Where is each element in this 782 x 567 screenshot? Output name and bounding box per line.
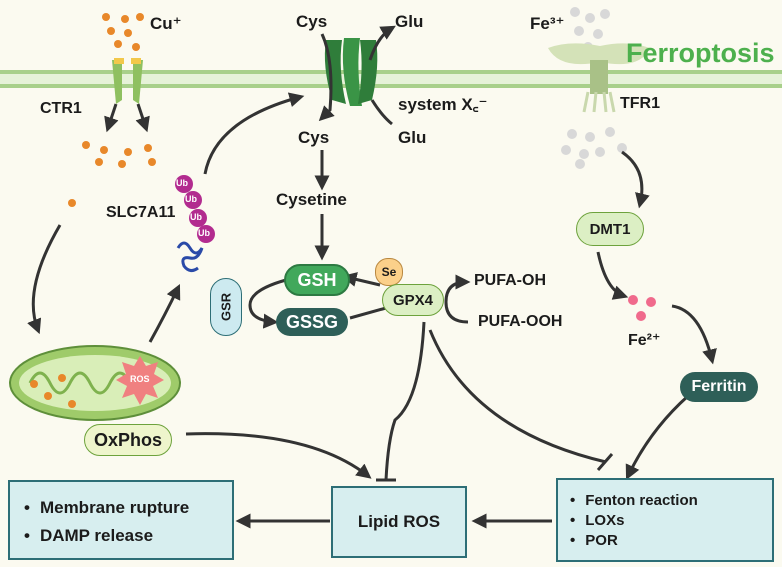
fenton-item: Fenton reaction (570, 492, 772, 509)
outcome-box: Membrane rupture DAMP release (8, 480, 234, 560)
lipid-ros-box: Lipid ROS (331, 486, 467, 558)
arrow-tfr1-to-dmt1 (621, 150, 650, 209)
se-node: Se (375, 258, 403, 286)
arrow-glu-out (368, 25, 396, 61)
arrow-mito-to-slc7a11 (148, 283, 181, 343)
gssg-node: GSSG (276, 308, 348, 336)
arrow-gsr-cycle (248, 278, 287, 329)
arrow-oxphos-to-lipid-ros (185, 432, 372, 479)
lipid-ros-label: Lipid ROS (357, 512, 441, 531)
system-xc-transporter (324, 38, 378, 106)
ctr1-channel (112, 58, 143, 104)
arrow-cys-in (318, 33, 335, 122)
outcome-item: Membrane rupture (24, 498, 232, 518)
copper-ions-inside (68, 141, 156, 207)
fenton-item: POR (570, 532, 772, 549)
cu-plus-label: Cu⁺ (150, 14, 182, 33)
inhibit-gpx4-lipid-ros (384, 321, 426, 481)
ub-label-4: Ub (198, 228, 210, 238)
cysetine-label: Cysetine (276, 190, 347, 209)
arrow-glu-in (370, 99, 393, 126)
ferritin-node: Ferritin (680, 372, 758, 402)
system-xc-label: system X꜀⁻ (398, 95, 488, 114)
ubiquitin-chain (175, 175, 215, 243)
outcome-item: DAMP release (24, 526, 232, 546)
inhibit-bar-fenton (596, 453, 614, 471)
tfr1-label: TFR1 (620, 95, 660, 112)
arrow-slc7a11-to-cys (203, 92, 305, 175)
ros-burst-icon (116, 356, 164, 405)
gsh-node: GSH (284, 264, 350, 296)
iron-ions-inside (561, 127, 627, 169)
gsr-node: GSR (210, 278, 242, 336)
glu-out-label: Glu (395, 12, 424, 31)
mitochondrion (9, 345, 181, 421)
arrow-cu-in-right (135, 103, 150, 133)
ctr1-label: CTR1 (40, 100, 82, 117)
arrow-gssg-from-gpx4 (349, 306, 387, 320)
arrow-cu-to-mito (27, 224, 62, 335)
ub-label-3: Ub (190, 212, 202, 222)
arrow-fe2-to-ferritin (671, 304, 717, 365)
copper-ions-outside (102, 13, 144, 51)
gpx4-node: GPX4 (382, 284, 444, 316)
fenton-box: Fenton reaction LOXs POR (556, 478, 774, 562)
cell-membrane (0, 70, 782, 88)
fe2-label: Fe²⁺ (628, 332, 661, 349)
fenton-item: LOXs (570, 512, 772, 529)
cys-out-label: Cys (296, 12, 328, 31)
slc7a11-label: SLC7A11 (106, 204, 176, 221)
ferroptosis-title: Ferroptosis (626, 38, 775, 68)
tfr1-receptor (548, 43, 650, 113)
outcome-list: Membrane rupture DAMP release (24, 498, 232, 546)
ros-label: ROS (130, 374, 150, 384)
fenton-list: Fenton reaction LOXs POR (570, 492, 772, 549)
arrow-cu-in-left (104, 103, 119, 133)
oxphos-node: OxPhos (84, 424, 172, 456)
slc7a11-protein-squiggle (176, 241, 204, 273)
arrow-ferritin-to-fenton (625, 394, 690, 481)
ub-label-2: Ub (185, 194, 197, 204)
pufa-oh-label: PUFA-OH (474, 272, 546, 289)
fe2-ions (628, 295, 656, 321)
glu-in-label: Glu (398, 128, 427, 147)
fe3-label: Fe³⁺ (530, 14, 565, 33)
cys-in-label: Cys (298, 128, 330, 147)
inhibit-gpx4-fenton (428, 329, 607, 464)
arrow-dmt1-to-fe2 (596, 251, 629, 300)
arrow-pufa (444, 274, 471, 324)
ub-label-1: Ub (176, 178, 188, 188)
arrow-gpx4-to-gsh (341, 272, 381, 287)
dmt1-node: DMT1 (576, 212, 644, 246)
pufa-ooh-label: PUFA-OOH (478, 313, 563, 330)
